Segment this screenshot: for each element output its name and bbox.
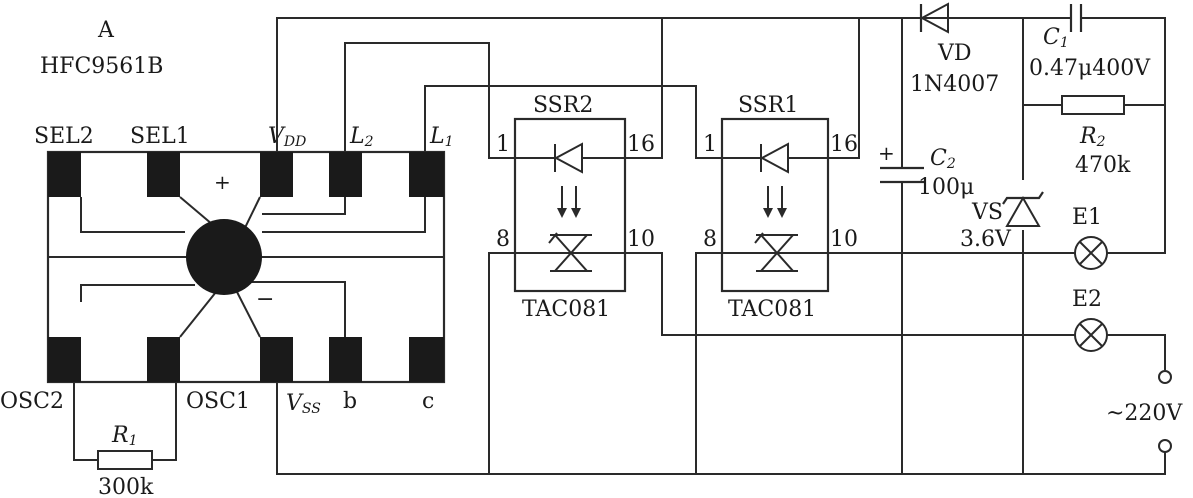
chip-die [186, 219, 262, 295]
c2-plus-sign: + [878, 141, 895, 165]
r2-body [1061, 95, 1125, 115]
resistor-r2: R2 470k [1061, 95, 1131, 178]
vd-ref-label: VD [937, 41, 972, 66]
pad-sel2 [48, 152, 81, 197]
vs-value-label: 3.6V [960, 227, 1012, 252]
ssr2-led-icon [553, 142, 583, 174]
ssr2-pin1-label: 1 [496, 132, 510, 157]
pin-label-vss: VSS [286, 391, 321, 417]
capacitor-c1: C1 0.47μ400V [1023, 4, 1151, 81]
pad-osc1 [147, 337, 180, 382]
chip-body [46, 150, 446, 384]
c1-ref-label: C1 [1043, 25, 1069, 51]
pad-osc2 [48, 337, 81, 382]
pin-label-l2: L2 [349, 124, 374, 150]
lamp-e1: E1 [1072, 205, 1108, 270]
pad-c [409, 337, 444, 382]
pad-l2 [329, 152, 362, 197]
pad-vss [260, 337, 293, 382]
vd-diode-icon [919, 2, 949, 34]
ssr2-module: SSR2 1 16 8 10 TAC081 [496, 93, 655, 322]
r2-value-label: 470k [1075, 153, 1131, 178]
diode-vd: VD 1N4007 [902, 2, 999, 97]
ssr1-pin8-label: 8 [703, 227, 717, 252]
zener-vs: VS 3.6V [960, 191, 1044, 252]
lamp-e2: E2 [1072, 287, 1108, 352]
pin-label-sel2: SEL2 [34, 124, 94, 149]
r1-ref-label: R1 [111, 423, 138, 449]
c2-ref-label: C2 [930, 146, 956, 172]
ssr1-part-label: TAC081 [728, 297, 816, 322]
pad-b [329, 337, 362, 382]
ssr1-pin10-label: 10 [830, 227, 858, 252]
vs-ref-label: VS [971, 200, 1003, 225]
ssr1-body [720, 117, 830, 293]
pin-label-vdd: VDD [268, 124, 306, 150]
supply-terminal-top [1158, 370, 1172, 384]
r2-ref-label: R2 [1079, 124, 1106, 150]
chip-minus-sign: − [256, 287, 274, 312]
ssr1-pin16-label: 16 [830, 132, 858, 157]
pin-label-l1: L1 [429, 124, 454, 150]
chip-plus-sign: + [214, 170, 231, 194]
wiring [276, 17, 1166, 475]
supply-voltage-label: ~220V [1106, 401, 1183, 426]
c2-value-label: 100μ [918, 175, 974, 200]
ssr1-name-label: SSR1 [738, 93, 798, 118]
ssr1-module: SSR1 1 16 8 10 TAC081 [703, 93, 858, 322]
supply-terminals: ~220V [1106, 370, 1183, 453]
pad-l1 [409, 152, 444, 197]
ssr2-body [513, 117, 627, 293]
pin-label-sel1: SEL1 [130, 124, 190, 149]
lamp-e1-label: E1 [1072, 205, 1102, 230]
ssr2-pin10-label: 10 [627, 227, 655, 252]
ssr2-part-label: TAC081 [522, 297, 610, 322]
vd-part-label: 1N4007 [910, 72, 999, 97]
ssr1-pin1-label: 1 [703, 132, 717, 157]
ssr2-optocoupling-arrows-icon [557, 186, 581, 218]
pin-label-osc1: OSC1 [186, 389, 250, 414]
pin-label-osc2: OSC2 [0, 389, 64, 414]
chip-ref-label: A [97, 18, 115, 43]
supply-terminal-bottom [1158, 439, 1172, 453]
ssr2-triac-icon [515, 232, 625, 272]
lamp-e2-label: E2 [1072, 287, 1102, 312]
pad-sel1 [147, 152, 180, 197]
chip-part-label: HFC9561B [40, 54, 163, 79]
r1-body [97, 450, 153, 470]
ssr2-name-label: SSR2 [533, 93, 593, 118]
lamp-e1-icon [1074, 236, 1108, 270]
ssr1-triac-icon [722, 232, 828, 272]
pin-label-c: c [422, 389, 434, 414]
lamp-e2-icon [1074, 318, 1108, 352]
ssr2-pin16-label: 16 [627, 132, 655, 157]
ssr1-optocoupling-arrows-icon [763, 186, 787, 218]
ssr2-pin8-label: 8 [496, 227, 510, 252]
r1-value-label: 300k [98, 475, 154, 498]
c1-value-label: 0.47μ400V [1029, 56, 1151, 81]
pin-label-b: b [343, 389, 357, 414]
chip-hfc9561b: A HFC9561B + − [0, 18, 454, 417]
capacitor-c2: + C2 100μ [878, 141, 974, 200]
ssr1-led-icon [759, 142, 789, 174]
vs-zener-icon [1005, 195, 1041, 227]
pad-vdd [260, 152, 293, 197]
resistor-r1: R1 300k [73, 382, 177, 498]
